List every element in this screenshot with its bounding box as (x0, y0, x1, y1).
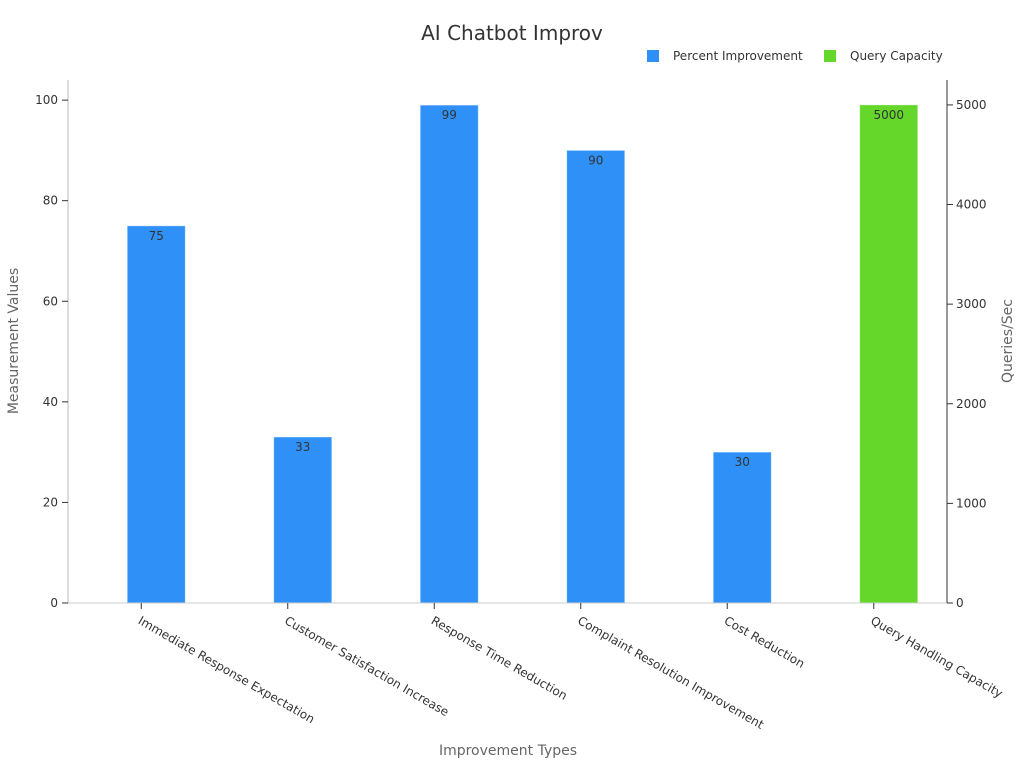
y-tick-label: 80 (43, 194, 58, 208)
y2-tick-label: 2000 (956, 397, 987, 411)
legend: Percent Improvement Query Capacity (647, 49, 943, 63)
legend-swatch (647, 50, 659, 62)
bar-percent (273, 436, 333, 604)
bar-value-label: 90 (588, 153, 603, 167)
bar-percent (712, 451, 772, 604)
bar-value-label: 30 (735, 455, 750, 469)
y-axis-right: 0 1000 2000 3000 4000 5000 (946, 80, 987, 610)
bar-value-label: 99 (442, 108, 457, 122)
y2-tick-label: 0 (956, 596, 964, 610)
x-tick-label: Response Time Reduction (429, 613, 570, 702)
y-axis-left: 0 20 40 60 80 100 (35, 80, 69, 610)
bar-value-label: 5000 (873, 108, 904, 122)
y-tick-label: 40 (43, 395, 58, 409)
legend-swatch (824, 50, 836, 62)
y-tick-label: 20 (43, 495, 58, 509)
y2-tick-label: 3000 (956, 297, 987, 311)
bar-percent (126, 225, 186, 604)
bar-value-label: 75 (149, 229, 164, 243)
bar-percent (566, 149, 626, 604)
y2-axis-title: Queries/Sec (1000, 299, 1016, 383)
x-axis-title: Improvement Types (439, 743, 577, 759)
plot-area: 75 33 99 90 30 5000 (126, 104, 919, 604)
x-tick-label: Customer Satisfaction Increase (282, 613, 451, 719)
y-tick-label: 0 (50, 596, 58, 610)
y-tick-label: 100 (35, 93, 58, 107)
y2-tick-label: 4000 (956, 198, 987, 212)
bar-capacity (859, 104, 919, 604)
y2-tick-label: 5000 (956, 98, 987, 112)
x-tick-label: Cost Reduction (722, 613, 807, 670)
chart-title: AI Chatbot Improv (421, 21, 603, 45)
legend-label: Percent Improvement (673, 49, 803, 63)
legend-label: Query Capacity (850, 49, 943, 63)
x-tick-label: Query Handling Capacity (868, 613, 1005, 700)
y-axis-title: Measurement Values (6, 268, 22, 414)
bar-percent (419, 104, 479, 604)
bar-value-label: 33 (295, 440, 310, 454)
y2-tick-label: 1000 (956, 496, 987, 510)
y-tick-label: 60 (43, 294, 58, 308)
x-tick-label: Immediate Response Expectation (136, 613, 317, 726)
